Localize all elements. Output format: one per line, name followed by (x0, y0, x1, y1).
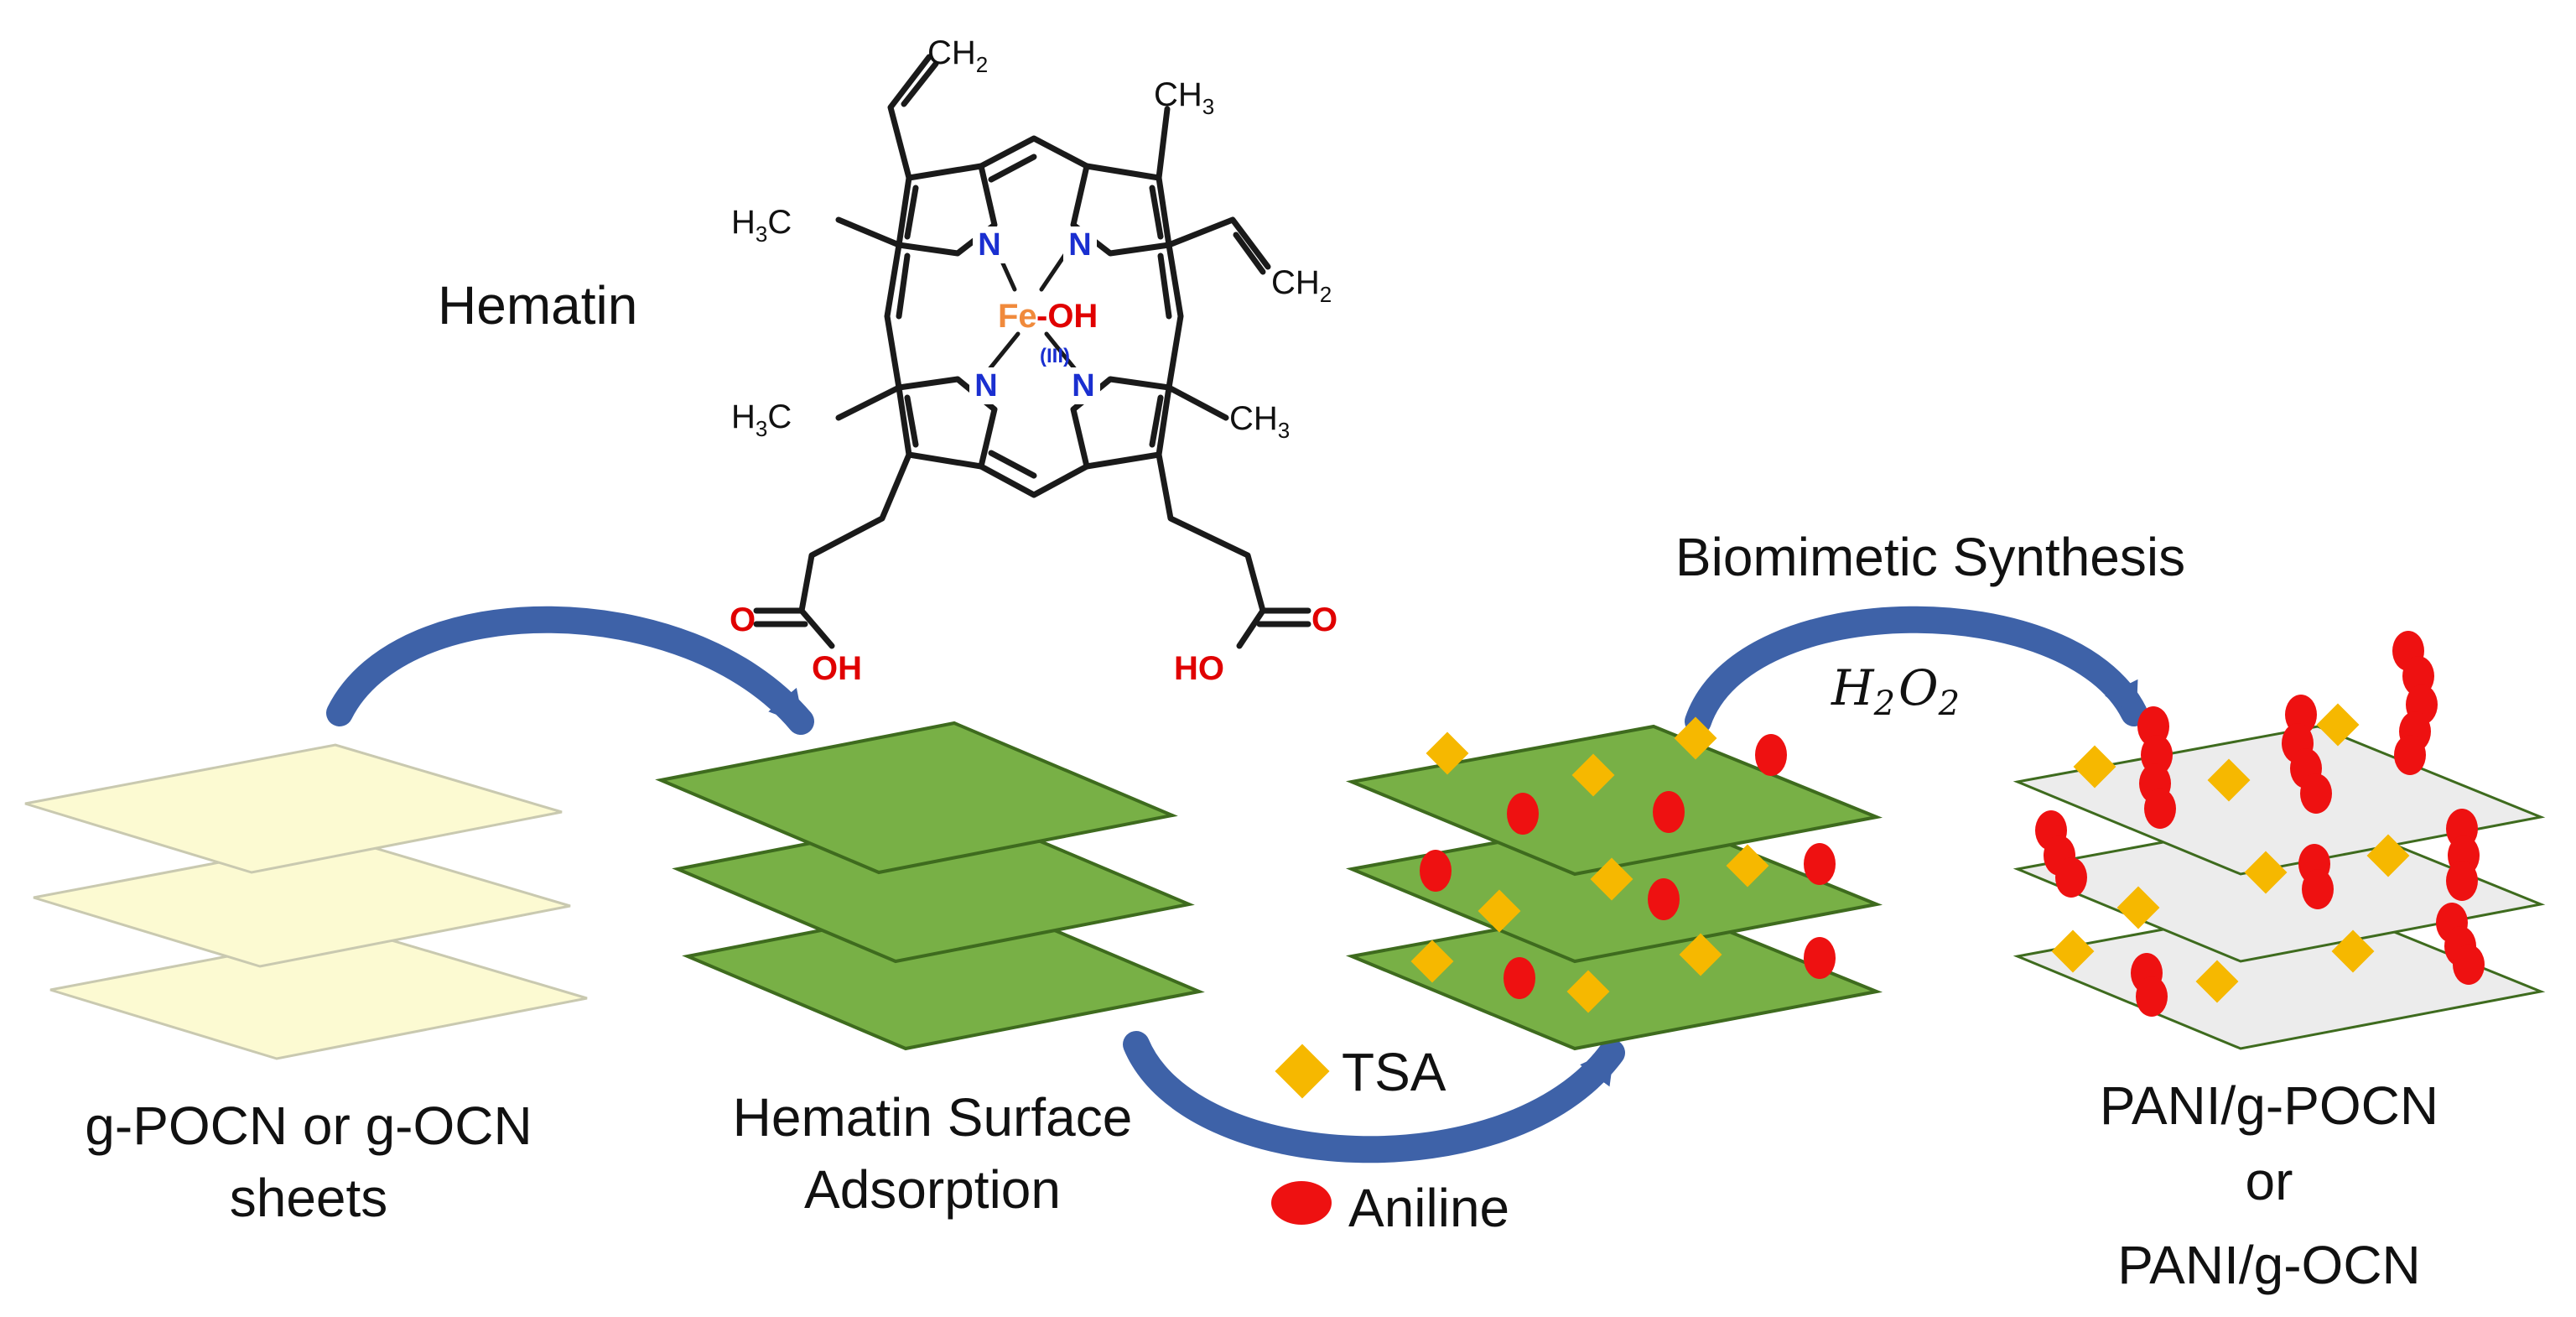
atom-labels: N N N N Fe -OH (III) CH2 CH3 H3C CH2 H3C… (730, 34, 1337, 687)
product-label-line1: PANI/g-POCN (2100, 1075, 2438, 1136)
hydroxide-ligand: -OH (1036, 298, 1098, 335)
aniline-monomer (1420, 850, 1452, 892)
product-sheets-stack (2012, 631, 2546, 1050)
oxidation-state: (III) (1040, 345, 1070, 367)
step2-label-line1: Hematin Surface (733, 1087, 1133, 1148)
pani-unit (2302, 869, 2334, 909)
arrow-polymerization (1685, 606, 2148, 735)
step1-label-line1: g-POCN or g-OCN (85, 1096, 532, 1156)
aniline-monomer (1755, 734, 1787, 776)
methyl-ch3-lower-right: CH3 (1229, 400, 1290, 443)
hydroxyl-oh-left: OH (812, 650, 862, 687)
process-arrows (326, 606, 2148, 1163)
product-label-line2: or (2246, 1151, 2293, 1211)
loaded-sheet-1 (1345, 724, 1883, 877)
atom-n-3: N (974, 368, 997, 403)
aniline-monomer (1804, 843, 1836, 885)
pani-unit (2394, 735, 2426, 775)
aniline-monomer (1653, 791, 1685, 833)
pani-chains (2035, 631, 2485, 1017)
methyl-h3c-lower-left: H3C (731, 398, 792, 441)
aniline-legend-icon (1271, 1181, 1332, 1225)
reagent-h2o2: H2O2 (1831, 659, 1960, 723)
arrow-add-monomers (1123, 1031, 1625, 1163)
aniline-monomer (1804, 937, 1836, 979)
tsa-legend-icon (1275, 1044, 1330, 1099)
methyl-h3c-upper-left: H3C (731, 204, 792, 247)
product-label-line3: PANI/g-OCN (2117, 1235, 2421, 1295)
methyl-ch3-top-right: CH3 (1154, 76, 1214, 119)
aniline-legend-label: Aniline (1348, 1178, 1509, 1238)
arrow-adsorption (326, 606, 814, 735)
vinyl-ch2-right: CH2 (1271, 264, 1332, 307)
loaded-sheets-stack (1345, 716, 1883, 1051)
carbonyl-o-right: O (1311, 601, 1337, 638)
hematin-structure (753, 54, 1311, 649)
tsa-diamond (1679, 933, 1722, 976)
pani-unit (2144, 789, 2176, 829)
aniline-monomer (1648, 878, 1680, 920)
tsa-diamond (1566, 970, 1610, 1013)
iron-atom: Fe (998, 298, 1037, 335)
biomimetic-synthesis-label: Biomimetic Synthesis (1675, 527, 2185, 587)
pani-unit (2453, 945, 2485, 985)
plain-sheet-1 (24, 743, 563, 874)
tsa-diamond (1410, 940, 1454, 983)
tsa-diamond (1571, 753, 1615, 797)
vinyl-ch2-top: CH2 (927, 34, 988, 77)
tsa-diamond (1674, 716, 1717, 760)
atom-n-1: N (978, 227, 1000, 263)
tsa-legend-label: TSA (1342, 1042, 1446, 1102)
tsa-diamond (1478, 889, 1521, 933)
tsa-diamond (1590, 857, 1633, 901)
hematin-label: Hematin (438, 275, 637, 336)
pani-unit (2446, 861, 2478, 901)
hematin-sheets-stack (655, 721, 1205, 1051)
aniline-monomer (1507, 793, 1539, 835)
step1-label-line2: sheets (230, 1168, 388, 1228)
pani-unit (2055, 857, 2087, 898)
pani-unit (2136, 976, 2168, 1017)
atom-n-4: N (1072, 368, 1094, 403)
plain-sheets-stack (24, 743, 588, 1060)
carbonyl-o-left: O (730, 601, 756, 638)
aniline-monomer (1504, 957, 1535, 999)
tsa-diamond (1426, 731, 1469, 775)
atom-n-2: N (1068, 227, 1091, 263)
step2-label-line2: Adsorption (804, 1159, 1061, 1220)
pani-unit (2300, 773, 2332, 814)
hydroxyl-ho-right: HO (1174, 650, 1224, 687)
hematin-sheet-1 (655, 721, 1178, 875)
